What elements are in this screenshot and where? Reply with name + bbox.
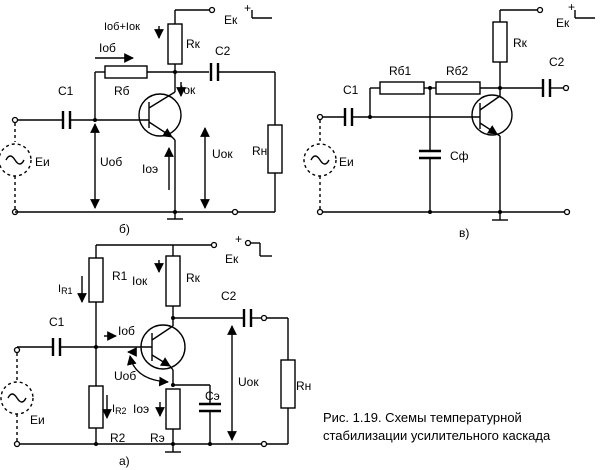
label-iob-a: Iоб <box>118 324 135 338</box>
label-uok-a: Uок <box>238 375 259 389</box>
label-rk-a: Rк <box>186 271 201 285</box>
label-c2-v: C2 <box>549 55 565 69</box>
transistor-v <box>471 94 513 136</box>
label-c1: C1 <box>58 84 74 98</box>
tag-v: в) <box>459 226 469 240</box>
label-plus-a: + <box>235 232 242 246</box>
resistor-rk-v <box>492 21 508 63</box>
label-ei-v: Eи <box>339 155 354 169</box>
label-iok: Iок <box>180 83 196 97</box>
label-uob-a: Uоб <box>114 369 136 383</box>
label-c1-v: C1 <box>343 83 359 97</box>
caption-line2: стабилизации усилительного каскада <box>323 428 551 443</box>
resistor-rb1 <box>379 81 425 95</box>
label-uob: Uоб <box>100 155 122 169</box>
label-rb: Rб <box>114 84 130 98</box>
label-ek: Ек <box>224 13 238 27</box>
label-ei: Eи <box>35 155 50 169</box>
label-rn-a: Rн <box>296 379 311 393</box>
resistor-rn <box>267 124 283 174</box>
label-ei-a: Eи <box>30 413 45 427</box>
label-ioe: Iоэ <box>142 162 158 176</box>
caption-line1: Рис. 1.19. Схемы температурной <box>323 410 522 425</box>
label-rk-v: Rк <box>513 36 528 50</box>
resistor-r2 <box>88 385 104 429</box>
resistor-rb2 <box>435 81 481 95</box>
label-iob: Iоб <box>99 41 116 55</box>
label-ir2: IR2 <box>112 403 127 416</box>
resistor-rn-a <box>280 359 296 409</box>
label-cf: Cф <box>450 149 469 163</box>
resistor-rb <box>104 65 148 79</box>
supply-terminal <box>208 6 216 14</box>
label-c2: C2 <box>215 44 231 58</box>
label-r2: R2 <box>110 431 126 445</box>
label-c2-a: C2 <box>221 289 237 303</box>
label-iok-a: Iок <box>132 274 148 288</box>
resistor-rk <box>167 23 183 65</box>
label-plus-v: + <box>568 0 575 14</box>
label-ir1: IR1 <box>58 283 73 296</box>
label-rk: Rк <box>186 37 201 51</box>
tag-a: а) <box>119 454 130 468</box>
tag-b: б) <box>119 222 130 236</box>
label-rb1: Rб1 <box>389 64 412 78</box>
label-rn: Rн <box>252 144 267 158</box>
transistor-b <box>138 93 182 137</box>
label-ib-ik: Iоб+Iок <box>104 21 140 33</box>
label-ioe-a: Iоэ <box>133 402 149 416</box>
label-re: Rэ <box>150 431 165 445</box>
circuit-a: + Ек R1 IR1 Rк Iок C2 Rн <box>0 232 311 468</box>
label-ek-a: Ек <box>225 252 239 266</box>
label-plus: + <box>244 1 251 15</box>
label-c1-a: C1 <box>49 315 65 329</box>
label-rb2: Rб2 <box>446 64 469 78</box>
circuit-b: Ек + Rк Iоб+Iок Rб Iоб C2 Rн <box>0 1 283 236</box>
resistor-rk-a <box>165 255 181 307</box>
label-ce: Cэ <box>205 389 220 403</box>
label-ek-v: Ек <box>556 16 570 30</box>
label-uok: Uок <box>212 147 233 161</box>
label-r1: R1 <box>112 269 128 283</box>
resistor-r1 <box>88 257 104 303</box>
resistor-re <box>165 388 181 430</box>
circuit-v: Ек + Rк C2 Rб1 Rб2 Cф <box>303 0 595 240</box>
